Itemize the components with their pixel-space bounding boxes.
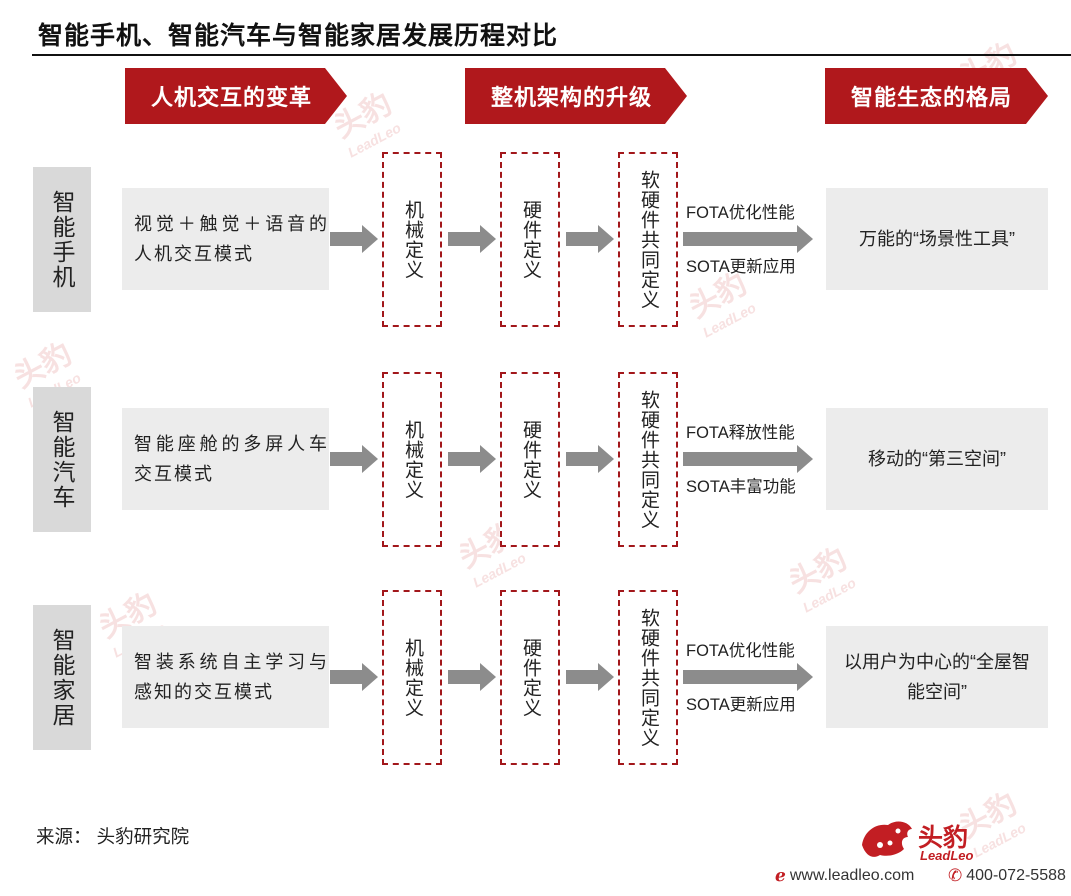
stage-text: 软硬件共同定义 (638, 169, 659, 310)
flow-arrow-shape (330, 225, 378, 253)
flow-arrow (566, 662, 614, 697)
ota-arrow (683, 662, 813, 697)
ecosystem-result-text: 万能的“场景性工具” (859, 229, 1015, 249)
row-label: 智能家居 (33, 605, 91, 750)
stage-box: 软硬件共同定义 (618, 152, 678, 327)
flow-arrow-shape (330, 445, 378, 473)
web-e-icon: ℯ (775, 866, 786, 885)
stage-text: 软硬件共同定义 (638, 607, 659, 748)
stage-text: 软硬件共同定义 (638, 389, 659, 530)
header-ecosystem: 智能生态的格局 (825, 68, 1048, 124)
flow-arrow (566, 444, 614, 479)
ota-label-top: FOTA释放性能 (686, 424, 795, 442)
ecosystem-result-box: 万能的“场景性工具” (826, 188, 1048, 290)
ota-label-bottom: SOTA更新应用 (686, 258, 796, 276)
stage-text: 硬件定义 (520, 199, 541, 280)
flow-arrow (448, 444, 496, 479)
interaction-desc-box: 视觉＋触觉＋语音的人机交互模式 (122, 188, 329, 290)
ota-label-top: FOTA优化性能 (686, 204, 795, 222)
ota-arrow-shape (683, 445, 813, 473)
leopard-logo-icon (858, 815, 916, 868)
row-label: 智能手机 (33, 167, 91, 312)
flow-arrow-shape (566, 663, 614, 691)
interaction-desc-box: 智装系统自主学习与感知的交互模式 (122, 626, 329, 728)
flow-arrow (448, 224, 496, 259)
row-label: 智能汽车 (33, 387, 91, 532)
interaction-desc-text: 智装系统自主学习与感知的交互模式 (134, 652, 329, 702)
stage-text: 硬件定义 (520, 637, 541, 718)
ecosystem-result-box: 移动的“第三空间” (826, 408, 1048, 510)
stage-box: 机械定义 (382, 372, 442, 547)
phone[interactable]: ✆ 400-072-5588 (948, 866, 1066, 886)
ota-label-bottom: SOTA更新应用 (686, 696, 796, 714)
flow-arrow-shape (448, 663, 496, 691)
flow-arrow-shape (448, 445, 496, 473)
stage-text: 机械定义 (402, 419, 423, 500)
phone-text: 400-072-5588 (966, 867, 1066, 884)
flow-arrow-shape (448, 225, 496, 253)
header-architecture: 整机架构的升级 (465, 68, 687, 124)
flow-arrow (566, 224, 614, 259)
source-note: 来源： 头豹研究院 (36, 826, 190, 847)
flow-arrow-shape (330, 663, 378, 691)
stage-box: 硬件定义 (500, 152, 560, 327)
flow-arrow (330, 662, 378, 697)
flow-arrow (330, 224, 378, 259)
ecosystem-result-text: 以用户为中心的“全屋智能空间” (844, 652, 1030, 702)
brand-subtitle: LeadLeo (920, 848, 974, 863)
flow-arrow-shape (566, 445, 614, 473)
website[interactable]: ℯ www.leadleo.com (775, 866, 914, 886)
ota-label-top: FOTA优化性能 (686, 642, 795, 660)
ota-arrow (683, 224, 813, 259)
ecosystem-result-text: 移动的“第三空间” (868, 449, 1006, 469)
brand-name: 头豹 (918, 824, 969, 852)
ota-arrow (683, 444, 813, 479)
stage-text: 机械定义 (402, 637, 423, 718)
stage-text: 硬件定义 (520, 419, 541, 500)
interaction-desc-text: 视觉＋触觉＋语音的人机交互模式 (134, 214, 329, 264)
stage-box: 软硬件共同定义 (618, 590, 678, 765)
interaction-desc-box: 智能座舱的多屏人车交互模式 (122, 408, 329, 510)
ota-label-bottom: SOTA丰富功能 (686, 478, 796, 496)
ota-arrow-shape (683, 663, 813, 691)
stage-box: 硬件定义 (500, 590, 560, 765)
website-text: www.leadleo.com (789, 867, 915, 884)
interaction-desc-text: 智能座舱的多屏人车交互模式 (134, 434, 329, 484)
phone-icon: ✆ (948, 866, 963, 885)
stage-box: 硬件定义 (500, 372, 560, 547)
stage-box: 机械定义 (382, 152, 442, 327)
title-divider (32, 54, 1071, 56)
ota-arrow-shape (683, 225, 813, 253)
ecosystem-result-box: 以用户为中心的“全屋智能空间” (826, 626, 1048, 728)
flow-arrow (448, 662, 496, 697)
flow-arrow-shape (566, 225, 614, 253)
stage-box: 机械定义 (382, 590, 442, 765)
flow-arrow (330, 444, 378, 479)
page-title: 智能手机、智能汽车与智能家居发展历程对比 (38, 22, 559, 50)
stage-text: 机械定义 (402, 199, 423, 280)
stage-box: 软硬件共同定义 (618, 372, 678, 547)
header-human-interaction: 人机交互的变革 (125, 68, 347, 124)
